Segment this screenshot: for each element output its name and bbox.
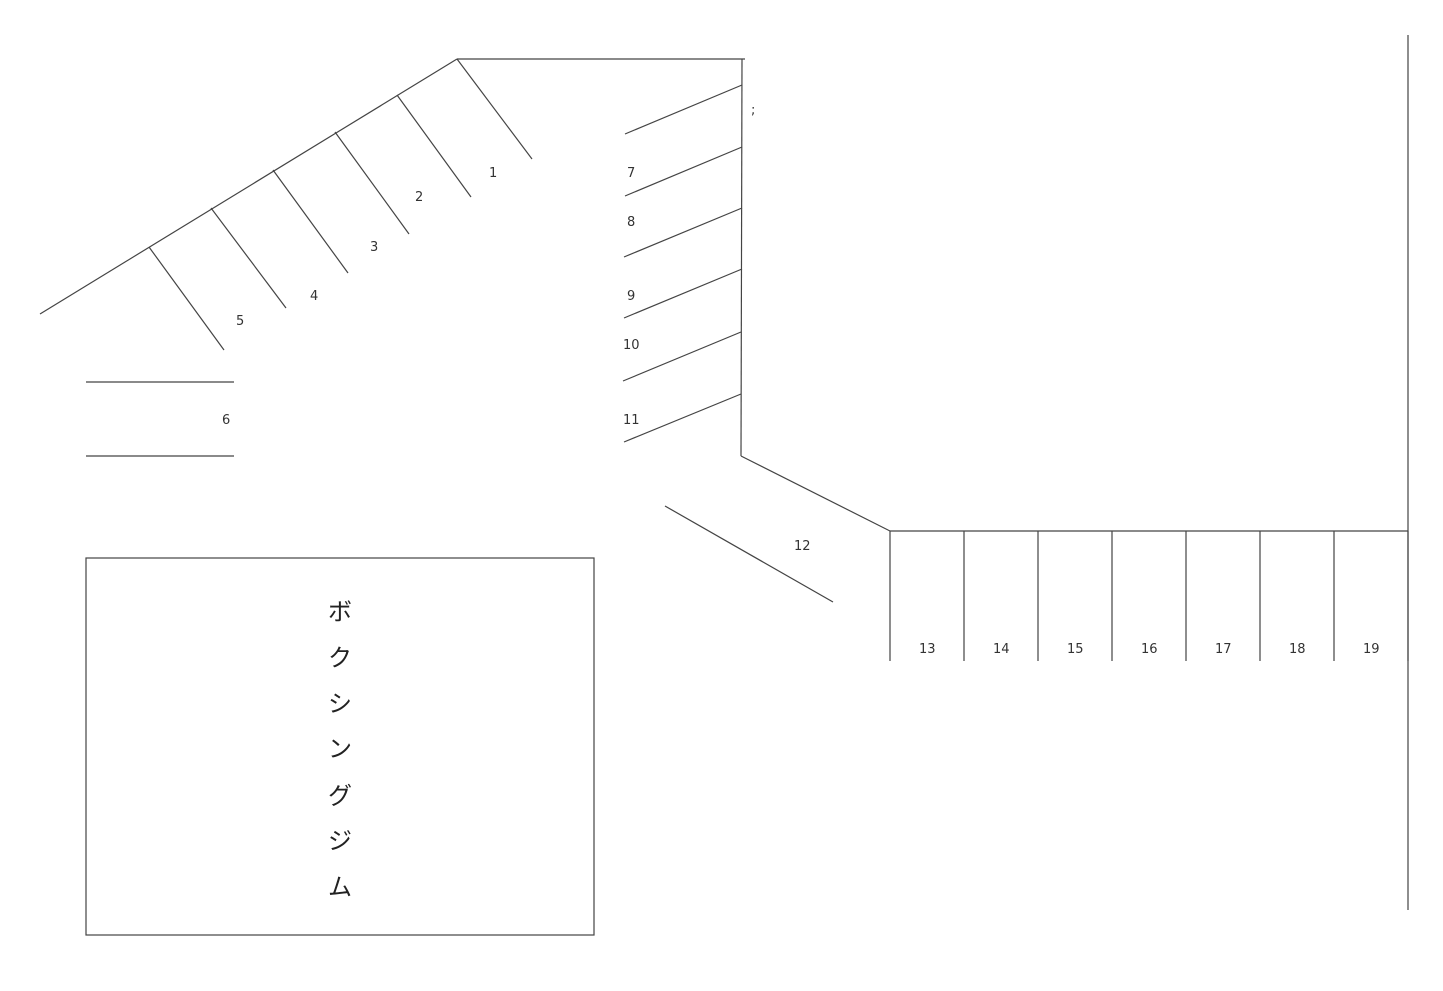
stall-divider (623, 268, 743, 319)
boundary-diagonal-top-left (39, 58, 458, 315)
stall-divider (272, 169, 349, 274)
building-name-char: シ (328, 690, 352, 718)
space-label-4[interactable]: 4 (310, 289, 318, 304)
space-labels: 1 2 3 4 5 6 7 8 9 10 11 12 13 14 15 16 1… (222, 166, 1380, 657)
space-label-8[interactable]: 8 (627, 215, 635, 230)
stall-divider (210, 207, 287, 309)
space-label-18[interactable]: 18 (1289, 642, 1306, 657)
stall-divider (623, 207, 743, 258)
stray-mark: ; (751, 103, 755, 118)
stall-dividers-diagonal-left (148, 58, 533, 351)
space-label-13[interactable]: 13 (919, 642, 936, 657)
stall-divider (623, 393, 742, 443)
space-label-9[interactable]: 9 (627, 289, 635, 304)
building-outline (85, 557, 595, 936)
boundary-center-vertical (740, 58, 743, 457)
building-name-char: グ (328, 782, 352, 810)
space-label-7[interactable]: 7 (627, 166, 635, 181)
space-label-19[interactable]: 19 (1363, 642, 1380, 657)
stall-divider (622, 331, 742, 382)
building-name-char: ボ (328, 598, 352, 626)
building-name-char: ン (328, 735, 352, 763)
building-name-char: ム (328, 873, 352, 901)
space-label-14[interactable]: 14 (993, 642, 1010, 657)
space-label-6[interactable]: 6 (222, 413, 230, 428)
stall-divider (624, 84, 743, 135)
stall-dividers-right-row (889, 531, 1409, 661)
stall-divider (334, 131, 410, 235)
stall-divider-space-12 (664, 505, 834, 603)
boxing-gym-building: ボ ク シ ン グ ジ ム (85, 557, 595, 936)
space-label-11[interactable]: 11 (623, 413, 640, 428)
stall-dividers-space-6 (86, 381, 234, 457)
space-label-16[interactable]: 16 (1141, 642, 1158, 657)
space-label-17[interactable]: 17 (1215, 642, 1232, 657)
space-label-3[interactable]: 3 (370, 240, 378, 255)
boundary-center-diagonal (740, 455, 891, 532)
stall-divider (148, 246, 225, 351)
space-label-15[interactable]: 15 (1067, 642, 1084, 657)
lot-boundaries (39, 35, 1409, 910)
space-label-10[interactable]: 10 (623, 338, 640, 353)
space-label-12[interactable]: 12 (794, 539, 811, 554)
building-name-char: ジ (328, 827, 352, 855)
stall-dividers-center (622, 84, 743, 443)
stall-divider (456, 58, 533, 160)
stall-divider (396, 94, 472, 198)
space-label-2[interactable]: 2 (415, 190, 423, 205)
stall-divider (624, 146, 743, 197)
space-label-1[interactable]: 1 (489, 166, 497, 181)
space-label-5[interactable]: 5 (236, 314, 244, 329)
building-name-char: ク (328, 644, 352, 672)
